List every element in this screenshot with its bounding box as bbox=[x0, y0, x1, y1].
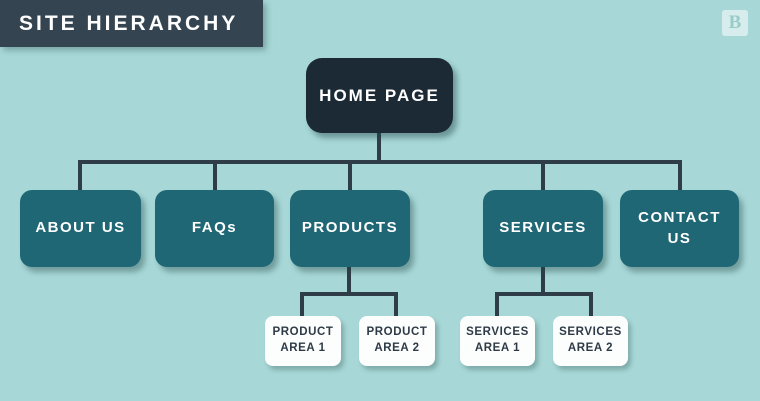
connector-level2-hbar bbox=[78, 160, 682, 164]
connector-services-hbar bbox=[495, 292, 593, 296]
node-about-us-label: ABOUT US bbox=[35, 219, 126, 237]
connector-products-hbar bbox=[300, 292, 398, 296]
node-contact-us-label: CONTACT US bbox=[638, 209, 721, 247]
node-product-area-2-label: PRODUCT AREA 2 bbox=[366, 326, 428, 354]
page-title: SITE HIERARCHY bbox=[19, 11, 239, 35]
b-logo-icon: B bbox=[722, 10, 748, 36]
title-banner: SITE HIERARCHY bbox=[0, 0, 263, 47]
node-services-area-1: SERVICES AREA 1 bbox=[460, 316, 535, 366]
connector-drop-services-area-1 bbox=[495, 292, 499, 318]
node-services-label: SERVICES bbox=[499, 219, 587, 237]
connector-drop-services-area-2 bbox=[589, 292, 593, 318]
connector-drop-product-area-2 bbox=[394, 292, 398, 318]
node-product-area-2: PRODUCT AREA 2 bbox=[359, 316, 435, 366]
node-product-area-1-label: PRODUCT AREA 1 bbox=[272, 326, 334, 354]
connector-stub-contact-us bbox=[678, 160, 682, 191]
node-services-area-2-label: SERVICES AREA 2 bbox=[559, 326, 622, 354]
node-home-page-label: HOME PAGE bbox=[319, 85, 440, 105]
connector-home-riser bbox=[377, 133, 381, 164]
connector-stub-products bbox=[348, 160, 352, 191]
connector-stub-faqs bbox=[213, 160, 217, 191]
connector-products-riser bbox=[347, 267, 351, 295]
node-services: SERVICES bbox=[483, 190, 603, 267]
node-contact-us: CONTACT US bbox=[620, 190, 739, 267]
connector-services-riser bbox=[541, 267, 545, 295]
node-services-area-1-label: SERVICES AREA 1 bbox=[466, 326, 529, 354]
node-products-label: PRODUCTS bbox=[301, 219, 399, 237]
connector-stub-about-us bbox=[78, 160, 82, 191]
node-home-page: HOME PAGE bbox=[306, 58, 453, 133]
node-about-us: ABOUT US bbox=[20, 190, 141, 267]
connector-stub-services bbox=[541, 160, 545, 191]
node-faqs-label: FAQs bbox=[191, 219, 238, 237]
node-services-area-2: SERVICES AREA 2 bbox=[553, 316, 628, 366]
node-product-area-1: PRODUCT AREA 1 bbox=[265, 316, 341, 366]
node-products: PRODUCTS bbox=[290, 190, 410, 267]
connector-drop-product-area-1 bbox=[300, 292, 304, 318]
node-faqs: FAQs bbox=[155, 190, 274, 267]
